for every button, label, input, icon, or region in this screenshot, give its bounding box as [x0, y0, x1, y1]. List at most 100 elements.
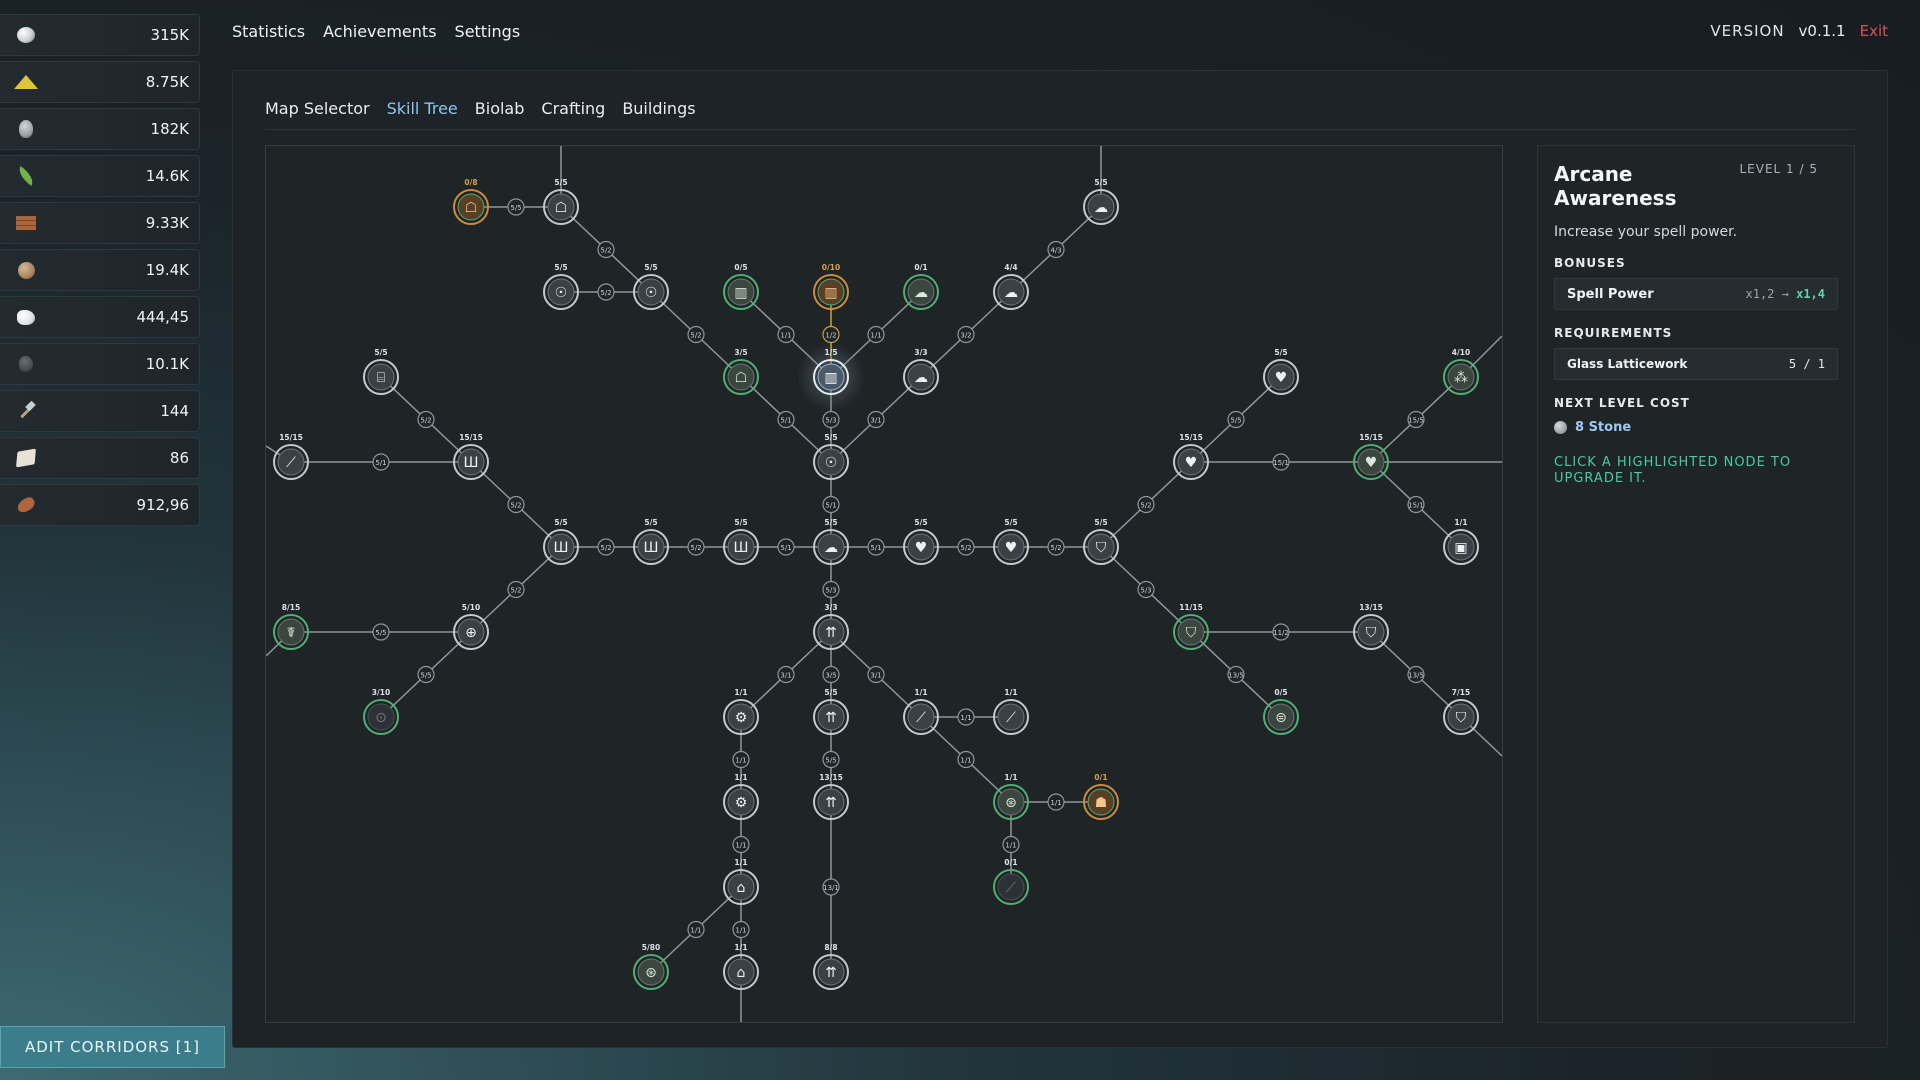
edge-weight-badge	[372, 453, 390, 471]
version-value: v0.1.1	[1798, 22, 1846, 40]
skill-title: Arcane Awareness	[1554, 162, 1677, 210]
node-inner	[907, 703, 935, 731]
nav-statistics[interactable]: Statistics	[232, 22, 306, 41]
skill-node-e2[interactable]: Ш5/5	[633, 518, 669, 565]
skill-node-i2[interactable]: ⇈13/15	[813, 773, 849, 820]
edge-weight-badge	[597, 538, 615, 556]
skill-node-b2[interactable]: ▥0/10	[813, 263, 849, 310]
skill-node-b3[interactable]: ☁0/1	[903, 263, 939, 310]
skill-node-h4[interactable]: ⟋1/1	[903, 688, 939, 735]
tab-buildings[interactable]: Buildings	[622, 99, 696, 118]
node-level-label: 15/15	[279, 433, 303, 442]
skill-node-e6[interactable]: ♥5/5	[993, 518, 1029, 565]
edge-weight-badge	[507, 198, 525, 216]
node-inner	[1087, 788, 1115, 816]
node-glyph-icon: ☖	[735, 370, 748, 386]
skill-node-h3[interactable]: ⇈5/5	[813, 688, 849, 735]
skill-node-l1[interactable]: ⛉11/15	[1173, 603, 1209, 650]
skill-node-e4[interactable]: ☁5/5	[813, 518, 849, 565]
edge-weight-badge	[1137, 495, 1155, 514]
skill-node-h2[interactable]: ⚙1/1	[723, 688, 759, 735]
skill-node-f3[interactable]: ♥15/15	[1353, 433, 1389, 480]
skill-node-l2[interactable]: ⛉13/15	[1353, 603, 1389, 650]
node-level-label: 4/10	[1452, 348, 1470, 357]
requirement-value: 5 / 1	[1788, 357, 1825, 371]
edge-weight-badge	[1047, 240, 1065, 259]
skill-node-j1[interactable]: ⌂1/1	[723, 858, 759, 905]
skill-node-a1[interactable]: ☖0/8	[453, 178, 489, 225]
skill-node-a2[interactable]: ☖5/5	[543, 178, 579, 225]
skill-node-b4[interactable]: ☁4/4	[993, 263, 1029, 310]
node-level-label: 5/5	[554, 263, 567, 272]
edge-weight-label: 15/1	[1408, 502, 1424, 510]
node-glyph-icon: ⊙	[375, 710, 387, 726]
skill-node-c2[interactable]: ▥1/5	[797, 343, 865, 411]
skill-node-k2[interactable]: ⌂1/1	[723, 943, 759, 990]
tab-crafting[interactable]: Crafting	[541, 99, 606, 118]
skill-node-d0[interactable]: ⌸5/5	[363, 348, 399, 395]
skill-node-j2[interactable]: ⟋0/1	[993, 858, 1029, 905]
bonuses-header: BONUSES	[1554, 256, 1626, 270]
skill-node-g1[interactable]: ☤8/15	[273, 603, 309, 650]
skill-node-f5[interactable]: ▣1/1	[1443, 518, 1479, 565]
edge-weight-badge	[777, 538, 795, 556]
skill-node-i1[interactable]: ⚙1/1	[723, 773, 759, 820]
tab-skill-tree[interactable]: Skill Tree	[386, 99, 458, 118]
node-level-label: 5/5	[824, 688, 837, 697]
skill-node-b1[interactable]: ▥0/5	[723, 263, 759, 310]
node-level-label: 0/10	[822, 263, 840, 272]
skill-node-c3[interactable]: ☁3/3	[903, 348, 939, 395]
skill-node-d3[interactable]: ☉5/5	[813, 433, 849, 480]
node-inner	[907, 363, 935, 391]
skill-node-l4[interactable]: ⛉7/15	[1443, 688, 1479, 735]
skill-node-f4[interactable]: ⁂4/10	[1443, 348, 1479, 395]
resource-value: 9.33K	[145, 214, 189, 232]
exit-link[interactable]: Exit	[1859, 22, 1888, 40]
skill-level: LEVEL 1 / 5	[1739, 162, 1818, 176]
edge-weight-badge	[777, 665, 795, 684]
edge-weight-badge	[732, 920, 750, 939]
nav-settings[interactable]: Settings	[454, 22, 521, 41]
node-glyph-icon: ⊛	[645, 965, 657, 981]
edge-weight-badge	[1047, 793, 1065, 811]
skill-node-l3[interactable]: ⊜0/5	[1263, 688, 1299, 735]
crystal-icon	[14, 307, 38, 327]
skill-node-f1[interactable]: ♥15/15	[1173, 433, 1209, 480]
skill-node-e7[interactable]: ⛉5/5	[1083, 518, 1119, 565]
adit-corridors-button[interactable]: ADIT CORRIDORS [1]	[0, 1026, 225, 1068]
skill-node-h1[interactable]: ⇈3/3	[813, 603, 849, 650]
skill-node-i4[interactable]: ☗0/1	[1083, 773, 1119, 820]
node-level-label: 11/15	[1179, 603, 1203, 612]
skill-node-g2[interactable]: ⊕5/10	[453, 603, 489, 650]
edge-weight-label: 5/3	[825, 587, 836, 595]
node-level-label: 15/15	[459, 433, 483, 442]
node-inner	[1447, 363, 1475, 391]
skill-node-b5[interactable]: ☁5/5	[1083, 178, 1119, 225]
tab-divider	[265, 129, 1855, 130]
skill-node-e1[interactable]: Ш5/5	[543, 518, 579, 565]
skill-node-d1[interactable]: ⟋15/15	[273, 433, 309, 480]
nav-achievements[interactable]: Achievements	[323, 22, 437, 41]
node-level-label: 5/5	[554, 178, 567, 187]
skill-node-i3[interactable]: ⊛1/1	[993, 773, 1029, 820]
node-inner	[547, 193, 575, 221]
skill-node-e5[interactable]: ♥5/5	[903, 518, 939, 565]
skill-node-c1[interactable]: ☖3/5	[723, 348, 759, 395]
skill-node-e3[interactable]: Ш5/5	[723, 518, 759, 565]
node-inner	[817, 788, 845, 816]
skill-node-a4[interactable]: ☉5/5	[633, 263, 669, 310]
node-outer-ring	[1083, 784, 1119, 820]
skill-node-k1[interactable]: ⊛5/80	[633, 943, 669, 990]
edge-weight-label: 13/1	[823, 884, 839, 892]
tab-biolab[interactable]: Biolab	[474, 99, 525, 118]
skill-node-f2[interactable]: ♥5/5	[1263, 348, 1299, 395]
skill-node-a3[interactable]: ☉5/5	[543, 263, 579, 310]
node-outer-ring	[1173, 614, 1209, 650]
skill-node-k3[interactable]: ⇈8/8	[813, 943, 849, 990]
skill-node-h5[interactable]: ⟋1/1	[993, 688, 1029, 735]
tab-map-selector[interactable]: Map Selector	[265, 99, 370, 118]
skill-node-g3[interactable]: ⊙3/10	[363, 688, 399, 735]
skill-node-d2[interactable]: Ш15/15	[453, 433, 489, 480]
node-level-label: 1/1	[734, 858, 747, 867]
